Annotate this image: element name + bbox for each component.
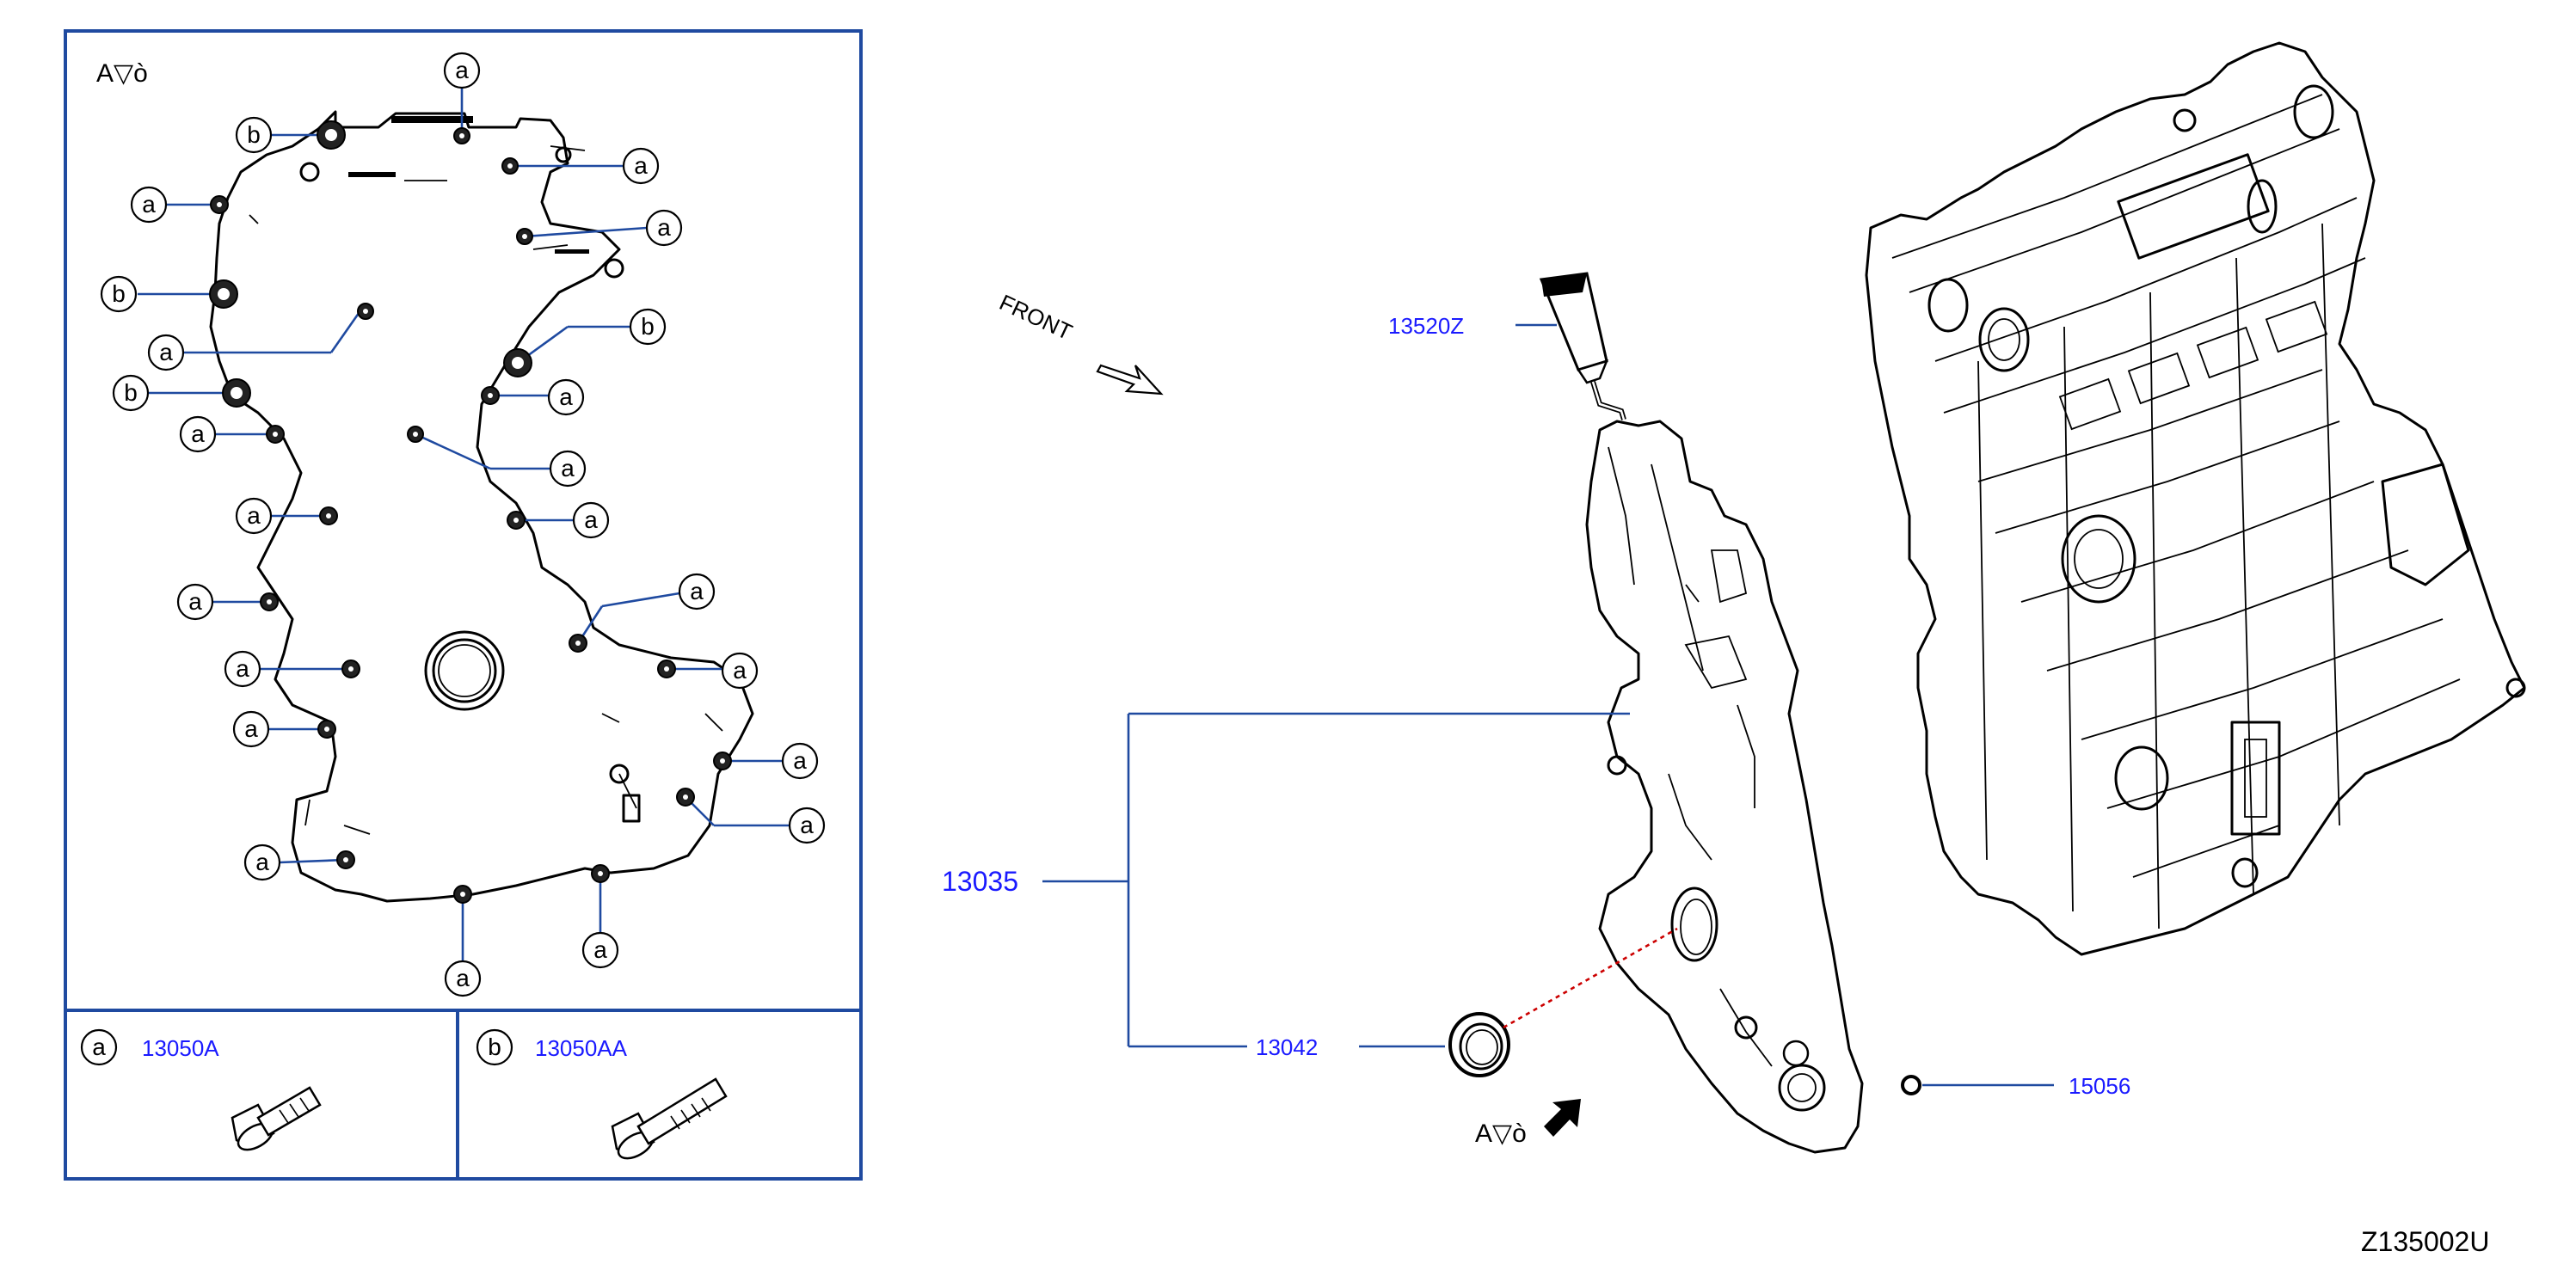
svg-text:a: a bbox=[561, 455, 575, 482]
diagram-code: Z135002U bbox=[2361, 1226, 2489, 1257]
part-label-cover-assembly: 13035 bbox=[942, 866, 1018, 897]
svg-text:b: b bbox=[247, 121, 261, 148]
callout-b bbox=[112, 374, 150, 412]
svg-text:a: a bbox=[236, 655, 249, 682]
callout-a bbox=[781, 742, 819, 780]
svg-text:b: b bbox=[112, 280, 126, 307]
legend-part-number-a: 13050A bbox=[142, 1035, 219, 1061]
detail-view-panel: A▽ò bbox=[64, 29, 863, 1181]
legend-marker-a: a bbox=[92, 1034, 106, 1060]
svg-text:a: a bbox=[255, 849, 269, 875]
callout-a bbox=[678, 573, 716, 610]
oil-seal-drawing bbox=[1448, 1012, 1510, 1077]
callout-a bbox=[224, 650, 261, 688]
legend-part-number-b: 13050AA bbox=[535, 1035, 628, 1061]
svg-text:b: b bbox=[124, 379, 138, 406]
callout-a bbox=[179, 415, 217, 453]
callout-a bbox=[232, 710, 270, 748]
svg-text:a: a bbox=[593, 936, 607, 963]
detail-view-label: A▽ò bbox=[96, 59, 148, 88]
callout-a bbox=[243, 844, 281, 881]
part-label-sealant: 13520Z bbox=[1388, 313, 1464, 339]
svg-text:a: a bbox=[793, 747, 807, 774]
callout-a bbox=[147, 334, 185, 371]
callout-a bbox=[130, 186, 168, 224]
svg-text:a: a bbox=[733, 657, 747, 684]
svg-text:a: a bbox=[456, 965, 470, 991]
callout-a bbox=[176, 583, 214, 621]
timing-cover-face-drawing bbox=[209, 110, 754, 903]
svg-text:a: a bbox=[584, 506, 598, 533]
callout-a bbox=[549, 450, 587, 488]
callout-a bbox=[645, 209, 683, 247]
svg-text:a: a bbox=[159, 339, 173, 365]
part-label-oil-seal: 13042 bbox=[1256, 1034, 1318, 1060]
view-arrow-label: A▽ò bbox=[1475, 1120, 1527, 1148]
o-ring-drawing bbox=[1901, 1075, 1921, 1095]
bolt-b-icon bbox=[611, 1077, 728, 1160]
svg-text:a: a bbox=[191, 420, 205, 447]
callout-a bbox=[572, 501, 610, 539]
callout-a bbox=[622, 147, 660, 185]
callout-a bbox=[444, 960, 482, 997]
svg-text:a: a bbox=[142, 191, 156, 218]
svg-text:a: a bbox=[455, 57, 469, 83]
bolt-callouts: a a a a a a a a a bbox=[100, 52, 826, 997]
svg-text:b: b bbox=[641, 313, 655, 340]
front-label: FRONT bbox=[995, 289, 1076, 345]
cover-assembly-bracket bbox=[1042, 712, 1630, 1048]
callout-a bbox=[581, 931, 619, 969]
callout-a bbox=[721, 652, 759, 690]
timing-cover-drawing bbox=[1585, 420, 1864, 1154]
svg-text:a: a bbox=[800, 812, 814, 838]
part-label-o-ring: 15056 bbox=[2069, 1073, 2130, 1099]
view-arrow-icon bbox=[1544, 1099, 1581, 1137]
callout-a bbox=[443, 52, 481, 89]
callout-a bbox=[235, 497, 273, 535]
callout-b bbox=[100, 275, 138, 313]
sealant-tube bbox=[1539, 272, 1626, 420]
legend-bolt-a: a 13050A bbox=[80, 1028, 322, 1151]
callout-b bbox=[235, 116, 273, 154]
callout-b bbox=[629, 308, 667, 346]
legend-bolt-b: b 13050AA bbox=[476, 1028, 728, 1160]
front-direction-indicator: FRONT bbox=[995, 289, 1164, 396]
callout-a bbox=[547, 378, 585, 416]
svg-text:a: a bbox=[657, 214, 671, 241]
svg-text:a: a bbox=[188, 588, 202, 615]
svg-text:a: a bbox=[559, 383, 573, 410]
engine-block-drawing bbox=[1865, 41, 2526, 956]
svg-text:a: a bbox=[634, 152, 648, 179]
svg-text:a: a bbox=[690, 578, 704, 604]
legend-marker-b: b bbox=[488, 1034, 501, 1060]
callout-a bbox=[788, 807, 826, 844]
bolt-a-icon bbox=[231, 1086, 322, 1151]
svg-text:a: a bbox=[247, 502, 261, 529]
svg-text:a: a bbox=[244, 715, 258, 742]
